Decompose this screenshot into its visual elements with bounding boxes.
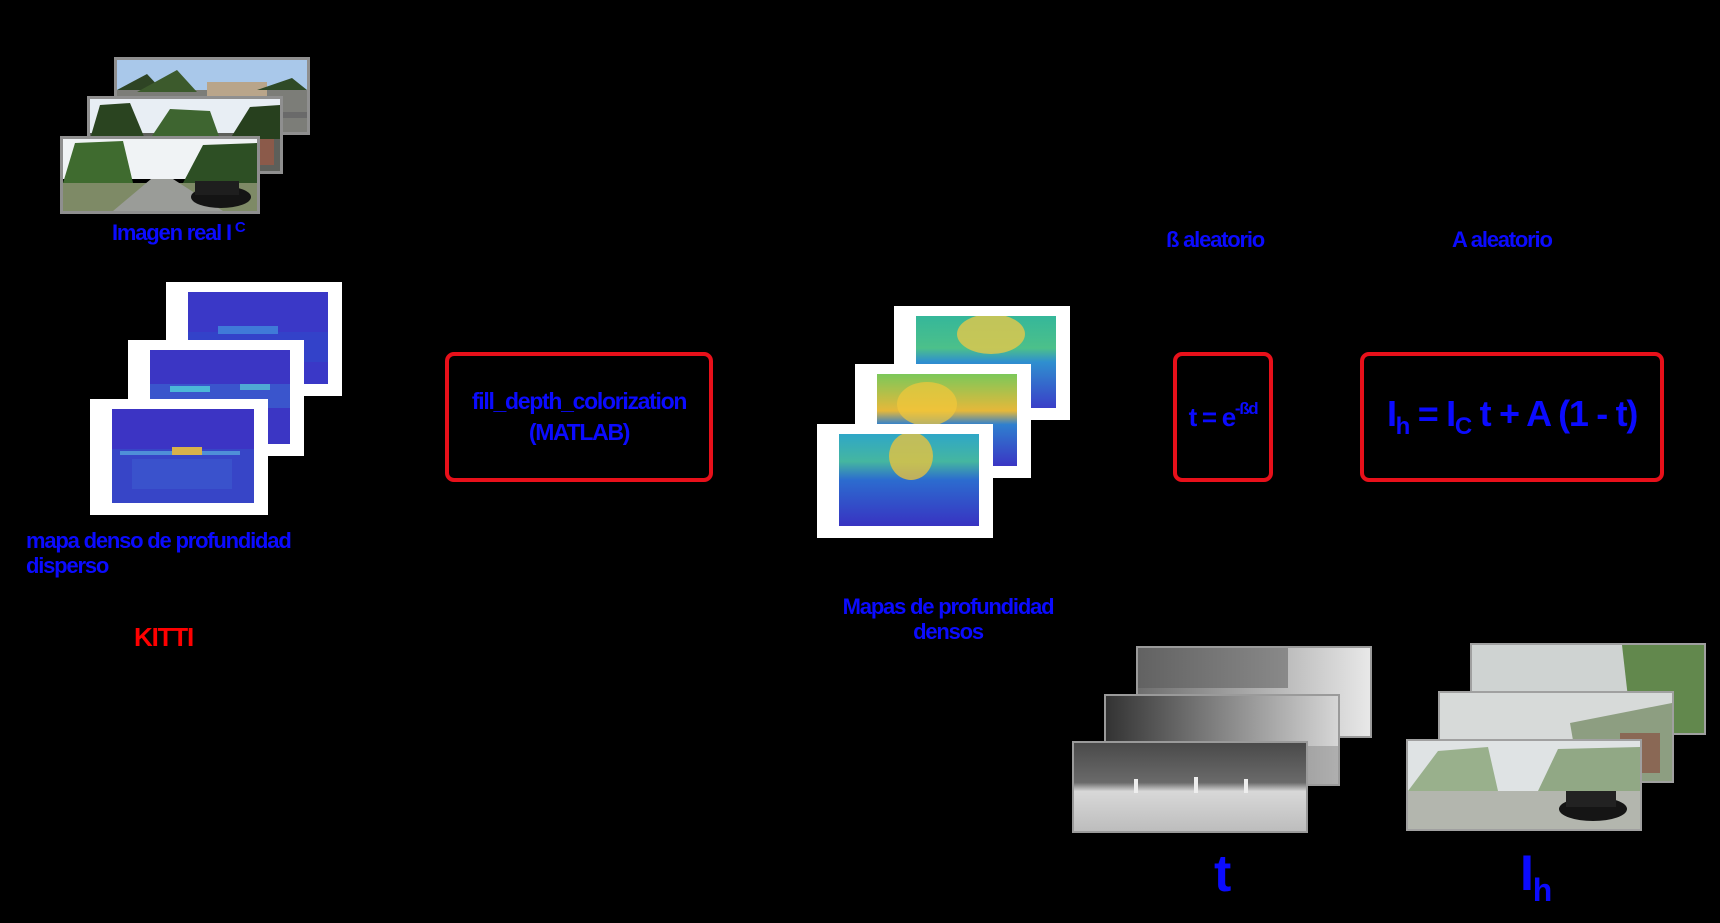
fill-depth-title: fill_depth_colorization — [471, 387, 687, 414]
fill-depth-subtitle: (MATLAB) — [528, 419, 631, 445]
dense-maps-label: Mapas de profundidad densos — [842, 594, 1055, 645]
transmission-lhs: t = e — [1188, 402, 1237, 433]
real-image-card-front — [60, 136, 260, 214]
transmission-map-card-front — [1072, 741, 1308, 833]
beta-random-label: ß aleatorio — [1166, 227, 1265, 252]
dense-map-card-front — [817, 424, 993, 538]
fill-depth-colorization-box: fill_depth_colorization (MATLAB) — [445, 352, 713, 482]
transmission-formula-box: t = e-ßd — [1173, 352, 1273, 482]
kitti-label: KITTI — [134, 622, 194, 652]
ih-output-label: Ih — [1520, 845, 1552, 908]
t-output-label: t — [1214, 845, 1231, 903]
sparse-map-card-front — [90, 399, 268, 515]
hazy-image-card-front — [1406, 739, 1642, 831]
transmission-exponent: -ßd — [1234, 399, 1259, 419]
a-random-label: A aleatorio — [1452, 227, 1553, 252]
sparse-map-label: mapa denso de profundidad disperso — [26, 528, 292, 579]
haze-formula-box: Ih = IC t + A (1 - t) — [1360, 352, 1664, 482]
